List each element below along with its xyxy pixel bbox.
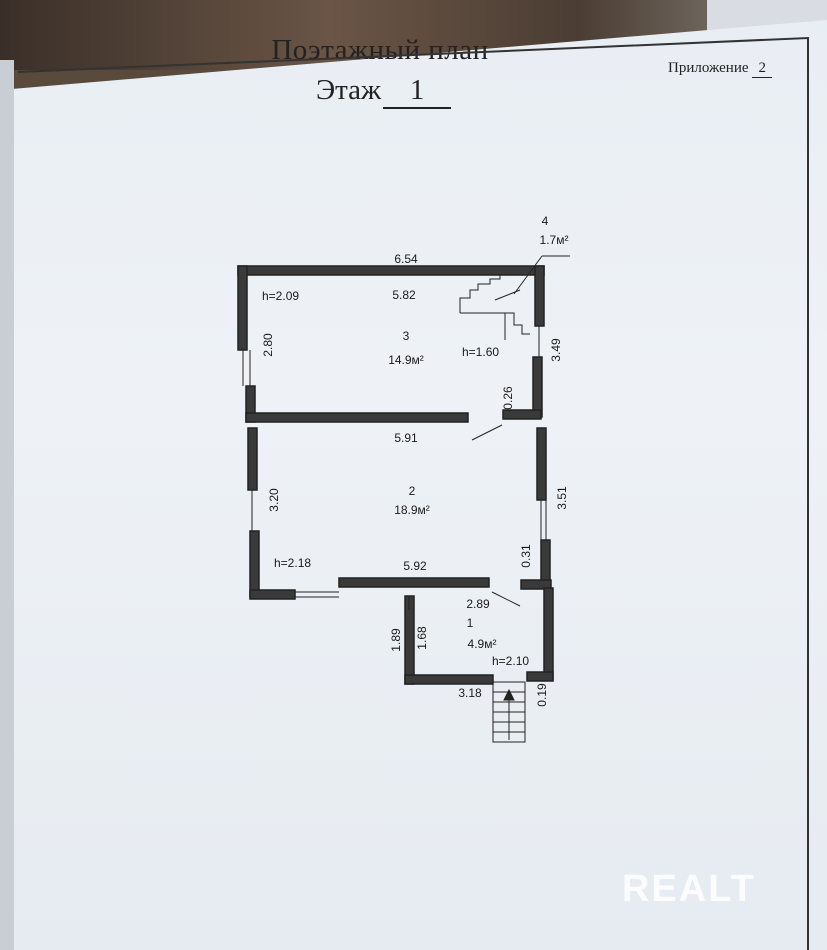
wall-room1-right — [543, 587, 554, 681]
stair-room4 — [459, 275, 530, 340]
room4-leader — [513, 255, 543, 295]
wall-corner — [520, 579, 552, 590]
room3-area: 14.9м² — [388, 353, 424, 367]
door-swing-room1 — [491, 591, 521, 607]
dim-2-89: 2.89 — [466, 597, 490, 611]
wall-room1-corner — [526, 671, 554, 682]
room1-number: 1 — [467, 616, 474, 630]
appendix-number: 2 — [752, 60, 773, 78]
wall-bottom-left — [249, 589, 296, 600]
dim-5-92: 5.92 — [403, 559, 427, 573]
dim-6-54: 6.54 — [394, 252, 418, 266]
dim-0-26: 0.26 — [501, 386, 515, 410]
plan-title: Поэтажный план — [271, 34, 489, 66]
dim-3-51: 3.51 — [555, 486, 569, 510]
room3-stair-height: h=1.60 — [462, 345, 499, 359]
dim-2-80: 2.80 — [261, 333, 275, 357]
room4-area: 1.7м² — [540, 233, 569, 247]
dim-3-20: 3.20 — [267, 488, 281, 512]
wall-top — [237, 265, 545, 276]
wall-left-room2 — [247, 427, 258, 491]
wall-right-upper — [534, 265, 545, 327]
room2-area: 18.9м² — [394, 503, 430, 517]
dim-0-19: 0.19 — [535, 683, 549, 707]
room1-area: 4.9м² — [468, 637, 497, 651]
wall-bottom-mid — [338, 577, 490, 588]
door-swing-room2 — [471, 424, 503, 441]
room2-number: 2 — [409, 484, 416, 498]
wall-room1-bottom — [404, 674, 494, 685]
entrance-stair — [492, 681, 526, 743]
wall-left-upper — [237, 265, 248, 351]
dim-5-91: 5.91 — [394, 431, 418, 445]
dim-3-18: 3.18 — [458, 686, 482, 700]
page-border — [17, 36, 809, 950]
dim-1-89: 1.89 — [389, 628, 403, 652]
room4-number: 4 — [542, 214, 549, 228]
wall-right-mid — [532, 356, 543, 418]
dim-0-31: 0.31 — [519, 544, 533, 568]
wall-right-room2 — [536, 427, 547, 501]
appendix-label: Приложение 2 — [668, 60, 773, 78]
wall-door-stub — [502, 409, 542, 420]
appendix-label-text: Приложение — [668, 60, 749, 76]
page-edge — [0, 60, 14, 950]
room1-height: h=2.10 — [492, 654, 529, 668]
dim-1-68: 1.68 — [415, 626, 429, 650]
wall-partition — [245, 412, 469, 423]
document-page — [0, 20, 827, 950]
dim-5-82: 5.82 — [392, 288, 416, 302]
floor-number: 1 — [383, 74, 452, 109]
room2-height: h=2.18 — [274, 556, 311, 570]
realt-watermark: REALT — [622, 868, 756, 910]
floor-label-text: Этаж — [316, 74, 382, 106]
wall-left-lower — [249, 530, 260, 598]
dim-3-49: 3.49 — [549, 338, 563, 362]
room3-height: h=2.09 — [262, 289, 299, 303]
room3-number: 3 — [403, 329, 410, 343]
